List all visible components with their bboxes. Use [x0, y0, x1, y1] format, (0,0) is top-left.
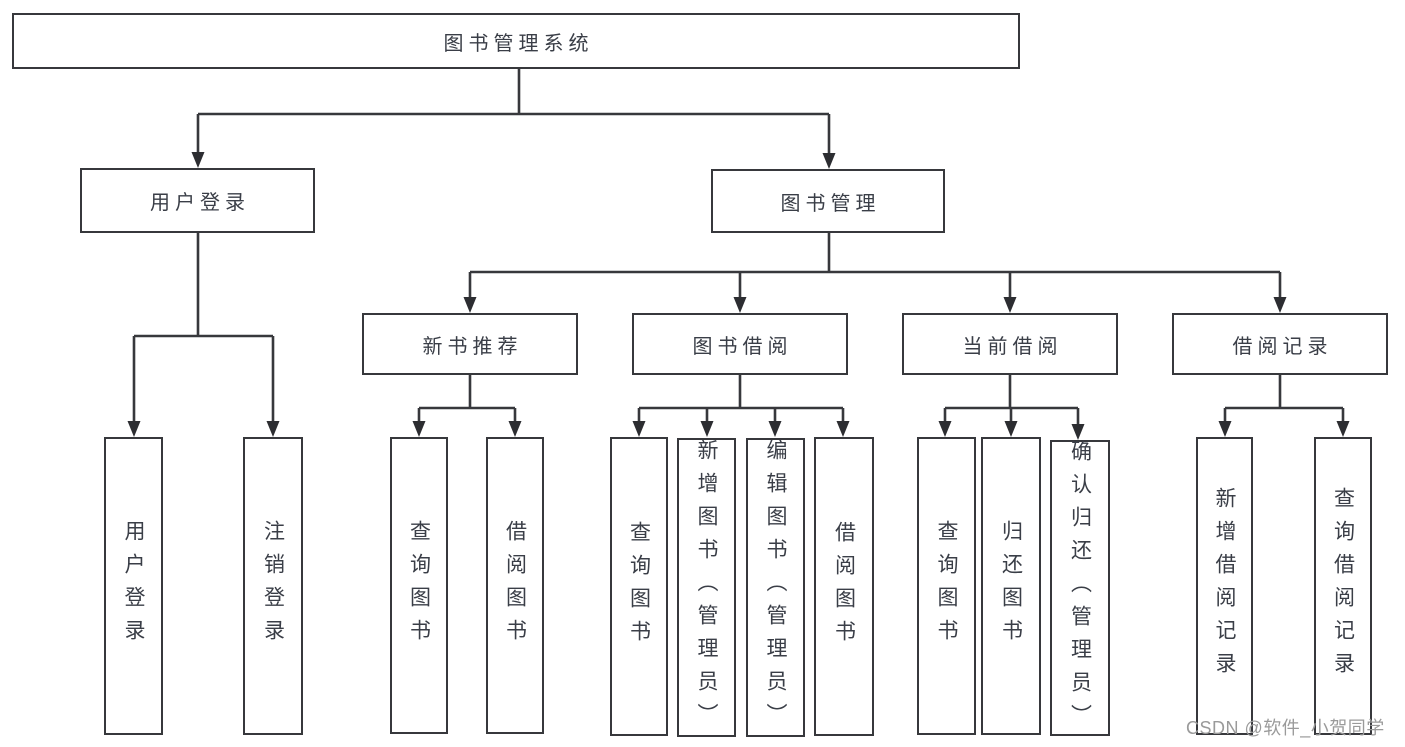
node-book-borrow: 图书借阅	[632, 313, 848, 375]
leaf-current-confirm-return-admin: 确认归还（管理员）	[1050, 440, 1110, 737]
node-user-login: 用户登录	[80, 168, 315, 233]
leaf-recommend-borrow-book: 借阅图书	[486, 437, 544, 734]
node-borrow-record: 借阅记录	[1172, 313, 1388, 375]
node-book-management: 图书管理	[711, 169, 945, 233]
leaf-logout: 注销登录	[243, 437, 303, 735]
leaf-current-return-book: 归还图书	[981, 437, 1041, 735]
node-new-book-recommend: 新书推荐	[362, 313, 578, 375]
leaf-current-query-book: 查询图书	[917, 437, 976, 735]
leaf-record-query: 查询借阅记录	[1314, 437, 1372, 735]
leaf-borrow-edit-book-admin: 编辑图书（管理员）	[746, 438, 805, 737]
leaf-borrow-borrow-book: 借阅图书	[814, 437, 874, 736]
leaf-borrow-query-book: 查询图书	[610, 437, 668, 736]
leaf-recommend-query-book: 查询图书	[390, 437, 448, 734]
leaf-borrow-add-book-admin: 新增图书（管理员）	[677, 438, 736, 737]
leaf-user-login: 用户登录	[104, 437, 163, 735]
watermark: CSDN @软件_小贺同学	[1186, 718, 1385, 738]
leaf-record-add: 新增借阅记录	[1196, 437, 1253, 735]
node-root-system: 图书管理系统	[12, 13, 1020, 69]
node-current-borrow: 当前借阅	[902, 313, 1118, 375]
